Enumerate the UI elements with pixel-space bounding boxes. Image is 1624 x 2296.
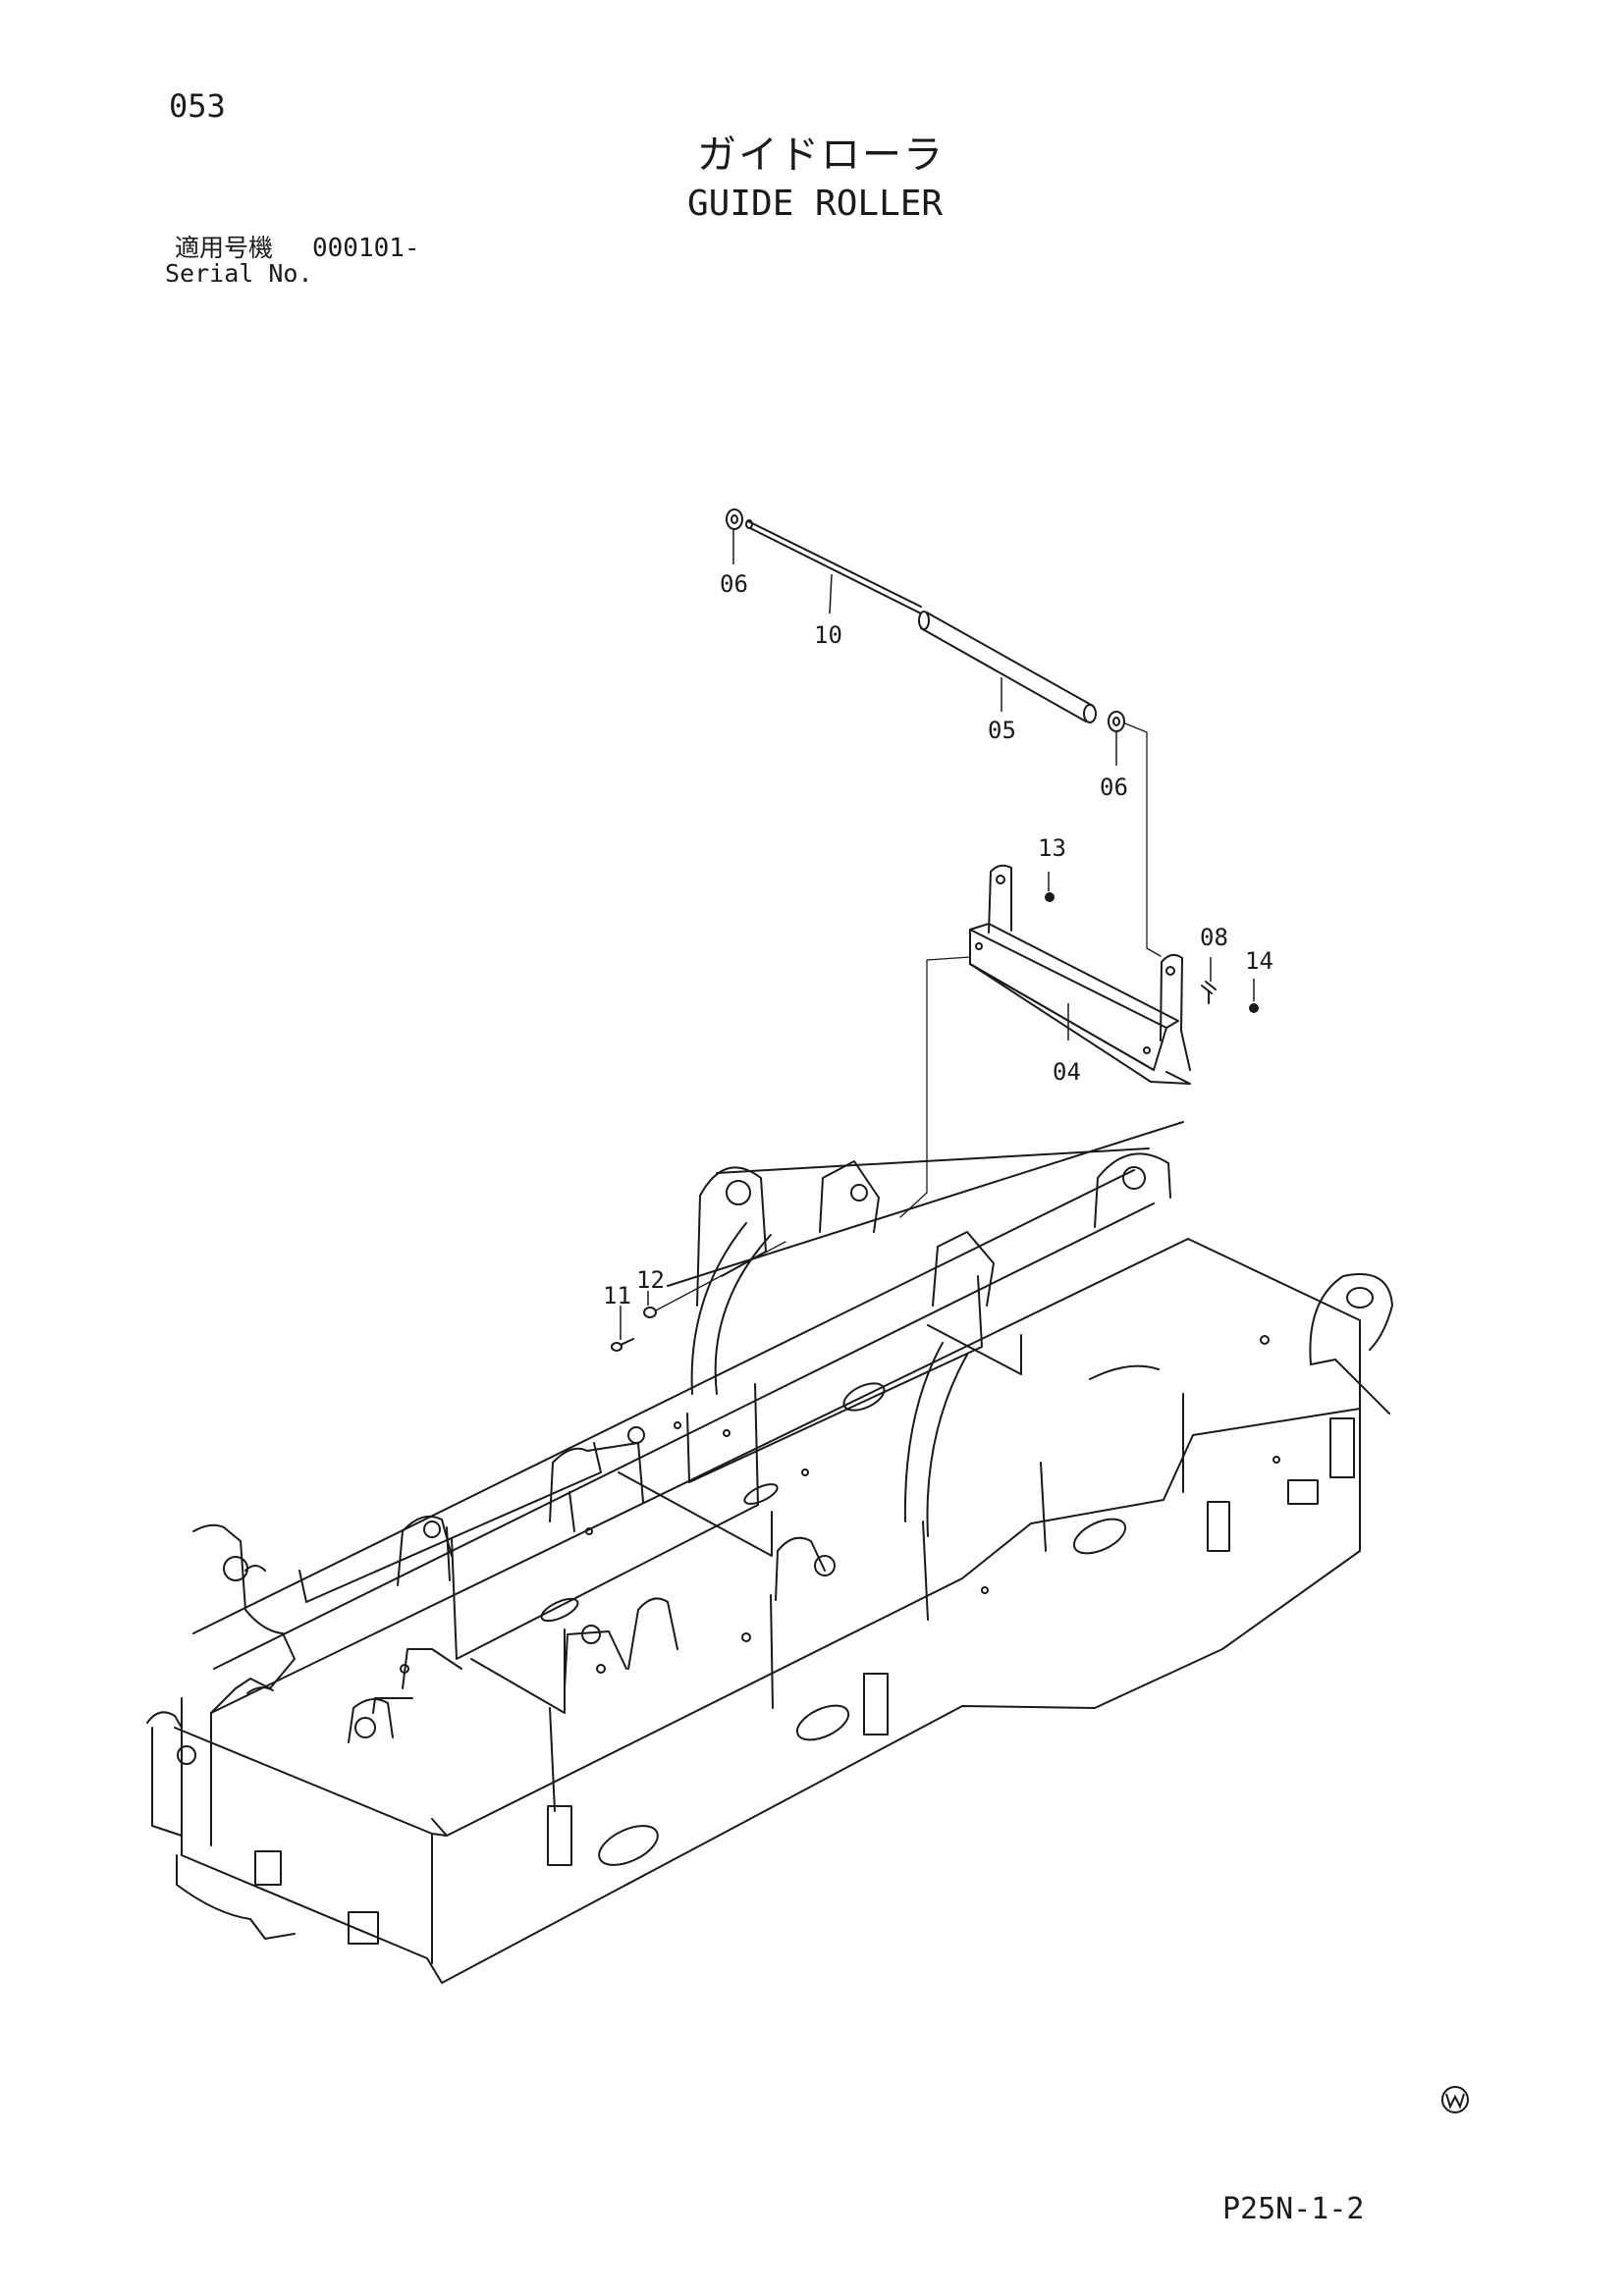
callout-10: 10 <box>814 621 842 649</box>
bolt-part <box>611 1338 634 1352</box>
callout-05: 05 <box>988 717 1016 744</box>
main-frame <box>146 1121 1393 1984</box>
callout-06: 06 <box>1100 774 1128 801</box>
washer-part <box>726 508 743 530</box>
page-code: P25N-1-2 <box>1222 2192 1365 2226</box>
serial-label-english: Serial No. <box>165 259 313 288</box>
washer-part <box>1108 711 1125 732</box>
callout-13: 13 <box>1038 834 1066 862</box>
callout-06: 06 <box>720 570 748 598</box>
callout-11: 11 <box>603 1282 631 1309</box>
shaft-part <box>745 519 922 614</box>
callout-08: 08 <box>1200 924 1228 951</box>
callout-14: 14 <box>1245 947 1273 975</box>
callout-12: 12 <box>636 1266 665 1294</box>
serial-label-japanese: 適用号機 <box>175 234 274 262</box>
page-number: 053 <box>169 87 226 125</box>
washer-part <box>643 1307 657 1318</box>
title-english: GUIDE ROLLER <box>687 184 944 224</box>
bracket-part <box>969 864 1191 1085</box>
circled-w-icon <box>1441 2086 1469 2113</box>
nut-part <box>1045 892 1055 902</box>
pin-part <box>1201 981 1217 1004</box>
callout-04: 04 <box>1053 1058 1081 1086</box>
roller-part <box>918 611 1097 723</box>
title-japanese: ガイドローラ <box>697 133 945 178</box>
serial-value: 000101- <box>312 234 420 263</box>
nut-part <box>1249 1003 1259 1013</box>
